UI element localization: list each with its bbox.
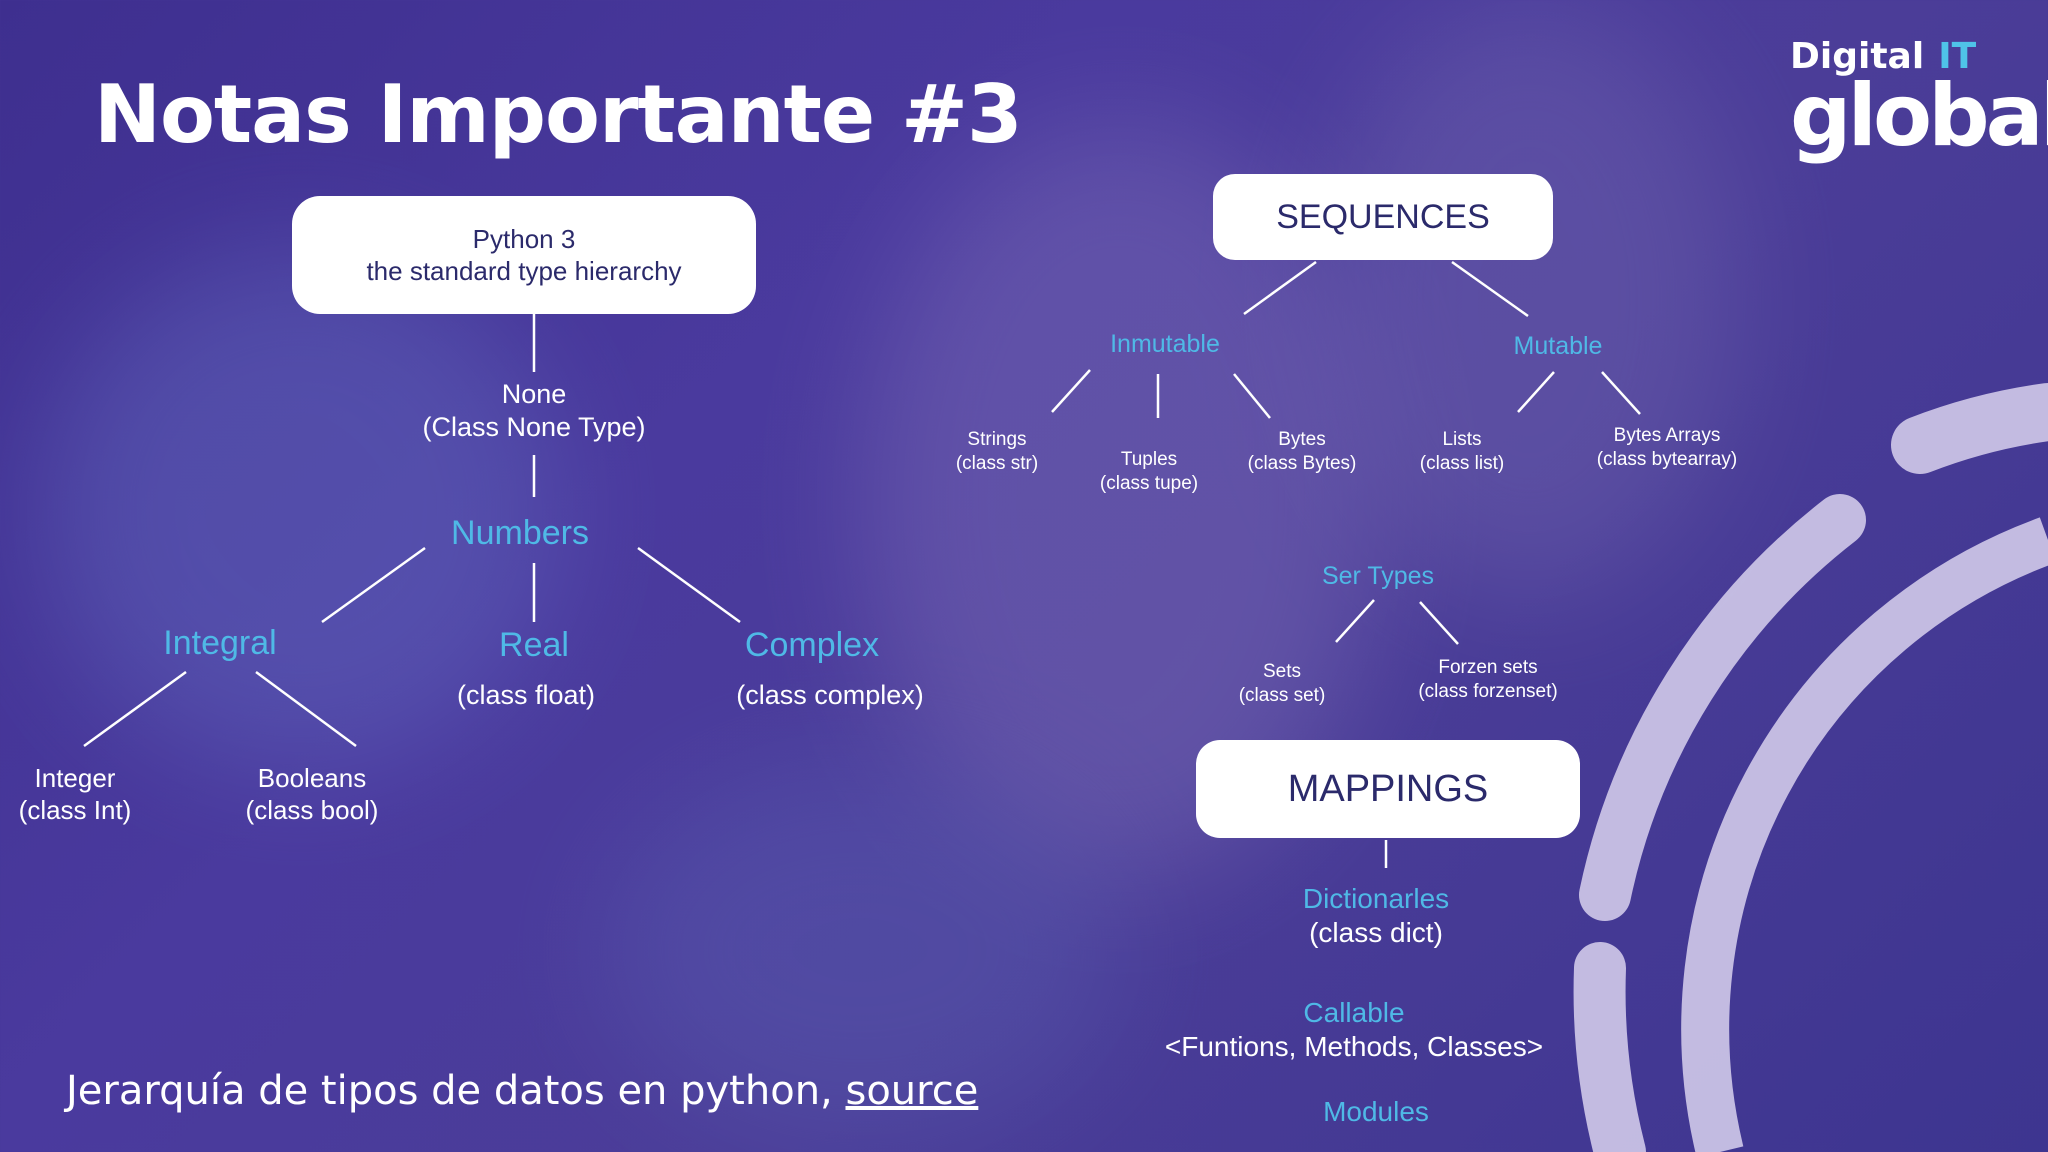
source-link[interactable]: source [845, 1068, 979, 1114]
sets-node-line2: (class set) [1238, 685, 1326, 706]
inmutable-node: Inmutable [1110, 330, 1220, 358]
none-node-line1: None [501, 379, 567, 409]
set-types-node: Ser Types [1321, 562, 1435, 590]
numbers-node: Numbers [451, 514, 589, 552]
root-box-line1: Python 3 [472, 224, 576, 254]
logo-word-digital: Digital [1790, 36, 1925, 77]
page-title: Notas Importante #3 [94, 68, 1023, 161]
brand-logo-main: global [1790, 66, 2048, 166]
dictionaries-node: Dictionarles (class dict) [1236, 882, 1516, 950]
bytes-node-line1: Bytes [1278, 429, 1326, 450]
frozen-sets-node-line1: Forzen sets [1438, 657, 1538, 678]
logo-word-it: IT [1938, 36, 1977, 77]
callable-node-line1: Callable [1303, 997, 1405, 1028]
bytes-arrays-node-line1: Bytes Arrays [1613, 425, 1721, 446]
frozen-sets-node: Forzen sets (class forzenset) [1406, 656, 1570, 704]
bytes-arrays-node: Bytes Arrays (class bytearray) [1584, 424, 1750, 472]
dictionaries-node-line1: Dictionarles [1302, 883, 1450, 914]
real-class-label: (class float) [456, 680, 596, 710]
tuples-node-line2: (class tupe) [1099, 473, 1199, 494]
tuples-node: Tuples (class tupe) [1082, 448, 1216, 496]
sets-node-line1: Sets [1262, 661, 1302, 682]
strings-node: Strings (class str) [932, 428, 1062, 476]
bytes-arrays-node-line2: (class bytearray) [1596, 449, 1738, 470]
none-node: None (Class None Type) [384, 378, 684, 444]
mappings-box: MAPPINGS [1196, 740, 1580, 838]
none-node-line2: (Class None Type) [422, 412, 646, 442]
modules-node: Modules [1323, 1096, 1429, 1127]
integral-node: Integral [163, 624, 277, 662]
strings-node-line2: (class str) [955, 453, 1039, 474]
booleans-node: Booleans (class bool) [222, 762, 402, 826]
integer-node-line2: (class Int) [18, 795, 132, 825]
lists-node: Lists (class list) [1402, 428, 1522, 476]
real-node: Real [499, 626, 569, 664]
bytes-node: Bytes (class Bytes) [1232, 428, 1372, 476]
dictionaries-node-line2: (class dict) [1309, 917, 1443, 948]
tuples-node-line1: Tuples [1120, 449, 1178, 470]
complex-class-label: (class complex) [736, 680, 924, 710]
lists-node-line2: (class list) [1419, 453, 1505, 474]
strings-node-line1: Strings [967, 429, 1027, 450]
frozen-sets-node-line2: (class forzenset) [1418, 681, 1558, 702]
callable-node: Callable <Funtions, Methods, Classes> [1134, 996, 1574, 1064]
sets-node: Sets (class set) [1222, 660, 1342, 708]
sequences-box: SEQUENCES [1213, 174, 1553, 260]
root-box: Python 3 the standard type hierarchy [292, 196, 756, 314]
complex-node: Complex [744, 626, 880, 664]
root-box-line2: the standard type hierarchy [366, 256, 682, 286]
lists-node-line1: Lists [1442, 429, 1482, 450]
footer-text: Jerarquía de tipos de datos en python, [66, 1068, 846, 1114]
booleans-node-line2: (class bool) [245, 795, 379, 825]
integer-node: Integer (class Int) [0, 762, 150, 826]
booleans-node-line1: Booleans [257, 763, 367, 793]
mutable-node: Mutable [1513, 332, 1603, 360]
integer-node-line1: Integer [34, 763, 116, 793]
footer-caption: Jerarquía de tipos de datos en python, s… [66, 1068, 978, 1114]
bytes-node-line2: (class Bytes) [1247, 453, 1357, 474]
callable-node-line2: <Funtions, Methods, Classes> [1164, 1031, 1544, 1062]
brand-logo-top: Digital IT [1790, 36, 1976, 77]
